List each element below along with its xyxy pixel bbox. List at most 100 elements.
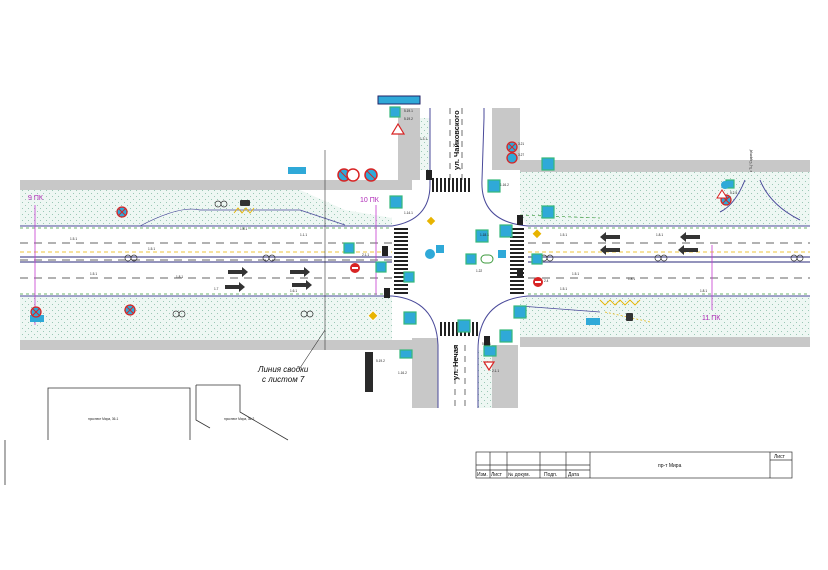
north-sidewalk-right [520, 160, 810, 172]
svg-text:1.16.2: 1.16.2 [500, 183, 509, 187]
safety-island [480, 254, 494, 264]
ne-note: к ТЦ "Садовод" [749, 149, 753, 172]
main-road-sign-icon [367, 310, 379, 322]
svg-text:1.8.1: 1.8.1 [700, 289, 707, 293]
pk-11-label: 11 ПК [702, 315, 721, 322]
pedestrian-crossing-sign-icon [343, 242, 355, 254]
pedestrian-crossing-sign-icon [499, 329, 513, 343]
lamp-post-icon [540, 254, 554, 262]
merge-line-leader [299, 329, 326, 369]
lamp-post-icon [300, 310, 314, 318]
round-signs [30, 141, 732, 318]
south-sidewalk-left [20, 340, 412, 350]
yield-sign-icon [482, 361, 496, 372]
svg-text:2.4: 2.4 [544, 279, 549, 283]
svg-text:1.8.1: 1.8.1 [628, 277, 635, 281]
main-road-sign-icon [426, 216, 436, 226]
merge-line-label-1: Линия сводки [257, 365, 309, 374]
svg-text:5.19.1: 5.19.1 [482, 342, 491, 346]
no-stopping-sign-icon [30, 306, 42, 318]
traffic-light-icon [384, 288, 390, 298]
crosswalk-west [394, 226, 408, 296]
traffic-light-icon [382, 246, 388, 256]
no-stopping-sign-icon [506, 141, 518, 153]
svg-text:1.7: 1.7 [214, 287, 219, 291]
lawn-northwest [20, 190, 392, 226]
no-entry-sign-icon [350, 263, 360, 273]
pedestrian-crossing-sign-icon [541, 157, 555, 171]
arrow-icon [292, 280, 312, 290]
bus-icon [240, 200, 633, 321]
buildings [47, 384, 289, 441]
south-sidewalk-right [520, 337, 810, 347]
direction-sign-icon [436, 245, 444, 253]
station-lines [34, 205, 713, 325]
pedestrian-crossing-sign-icon [483, 345, 497, 357]
direction-sign-icon [586, 318, 600, 325]
lawn-north-west-strip [420, 118, 430, 170]
pedestrian-crossing-sign-icon [399, 349, 413, 359]
svg-text:5.19.2: 5.19.2 [404, 117, 413, 121]
title-col-sign: Подп. [544, 472, 557, 478]
direction-sign-icon [30, 315, 44, 322]
pedestrian-signs [343, 106, 735, 359]
merge-line-label-2: с листом 7 [262, 375, 305, 384]
arrow-icon [225, 282, 245, 292]
traffic-light-icon [517, 268, 523, 278]
arrow-icon [228, 267, 248, 277]
svg-text:1.8.1: 1.8.1 [240, 227, 247, 231]
no-stopping-sign-icon [364, 168, 378, 182]
building-right [195, 384, 289, 441]
north-sidewalk-left [20, 180, 412, 190]
svg-text:1.14.1: 1.14.1 [404, 211, 413, 215]
svg-text:1.5.1: 1.5.1 [572, 272, 579, 276]
lamp-post-icon [262, 254, 276, 262]
north-street-sidewalk-west [398, 108, 420, 180]
pedestrian-warning-sign-icon [390, 122, 406, 135]
arrow-icon [680, 232, 700, 242]
pedestrian-crossing-sign-icon [389, 195, 403, 209]
svg-text:5.19.1: 5.19.1 [404, 109, 413, 113]
arrow-icon [290, 267, 310, 277]
svg-text:1.8.1: 1.8.1 [176, 275, 183, 279]
svg-text:1.8.1: 1.8.1 [656, 233, 663, 237]
building-left-label: проспект Мира, 36-1 [88, 417, 118, 421]
svg-text:3.27: 3.27 [518, 153, 524, 157]
no-stopping-sign-icon [506, 152, 518, 164]
pedestrian-crossing-sign-icon [457, 319, 471, 333]
pk-10-label: 10 ПК [360, 197, 380, 204]
lamp-posts [124, 200, 804, 318]
title-col-doc: № докум. [508, 472, 530, 478]
pedestrian-crossing-sign-icon [487, 179, 501, 193]
pedestrian-crossing-sign-icon [403, 311, 417, 325]
direction-sign-icon [365, 352, 373, 392]
svg-text:5.2.5: 5.2.5 [730, 191, 737, 195]
lane-markings [20, 108, 810, 408]
pedestrian-crossing-sign-icon [499, 224, 513, 238]
traffic-lights [382, 170, 523, 346]
direction-sign-icon [377, 95, 421, 105]
svg-text:1.5.1: 1.5.1 [70, 237, 77, 241]
svg-text:5.19.2: 5.19.2 [376, 359, 385, 363]
svg-text:3.21: 3.21 [518, 142, 524, 146]
arrow-icon [600, 245, 620, 255]
svg-text:1.1.1: 1.1.1 [300, 233, 307, 237]
pedestrian-crossing-sign-icon [403, 271, 415, 283]
pedestrian-crossing-sign-icon [375, 261, 387, 273]
sign-labels: 1.5.1 1.5.1 1.8.1 1.1.1 1.5.1 1.8.1 1.7 … [70, 109, 737, 375]
svg-text:2.1.1: 2.1.1 [492, 369, 499, 373]
title-col-list: Лист [491, 472, 503, 478]
title-col-date: Дата [568, 472, 579, 478]
svg-text:1.5.1: 1.5.1 [560, 287, 567, 291]
pedestrian-crossing-sign-icon [513, 305, 527, 319]
lamp-post-icon [214, 200, 228, 208]
pedestrian-crossing-sign-icon [389, 106, 401, 118]
street-name-south: ул. Нечая [451, 345, 460, 380]
svg-text:1.22: 1.22 [476, 269, 482, 273]
svg-text:1.5.1: 1.5.1 [148, 247, 155, 251]
no-stopping-sign-icon [124, 304, 136, 316]
lawns [20, 118, 810, 408]
svg-text:2.1.1: 2.1.1 [362, 253, 369, 257]
round-blue-sign-icon [721, 181, 729, 189]
